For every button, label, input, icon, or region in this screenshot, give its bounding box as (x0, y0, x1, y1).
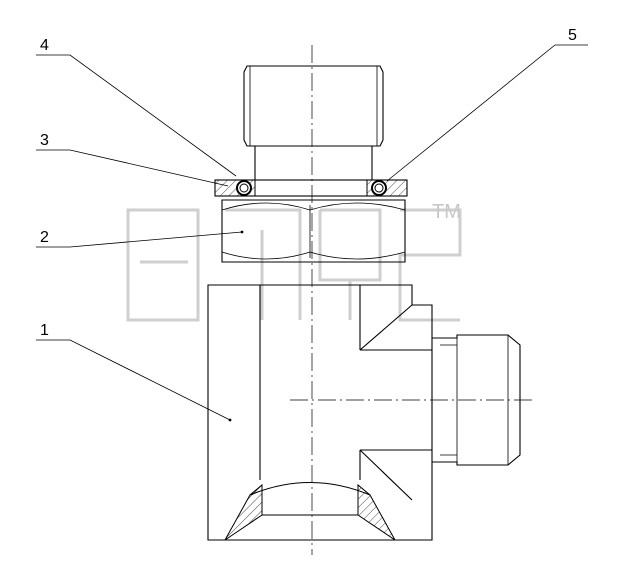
callout-2: 2 (40, 229, 49, 246)
tee-body (207, 284, 521, 541)
hex-nut (221, 199, 406, 263)
trademark-mark: TM (432, 201, 461, 223)
seal-washer (214, 179, 408, 197)
callout-1: 1 (40, 322, 49, 339)
top-fitting (243, 65, 384, 180)
callout-4: 4 (40, 37, 49, 54)
center-lines (290, 45, 535, 555)
watermark-logo: TM (126, 201, 462, 322)
callout-5: 5 (568, 27, 577, 44)
callout-labels: 4 3 2 1 5 (40, 27, 577, 339)
leader-lines (36, 44, 588, 422)
callout-3: 3 (40, 132, 49, 149)
